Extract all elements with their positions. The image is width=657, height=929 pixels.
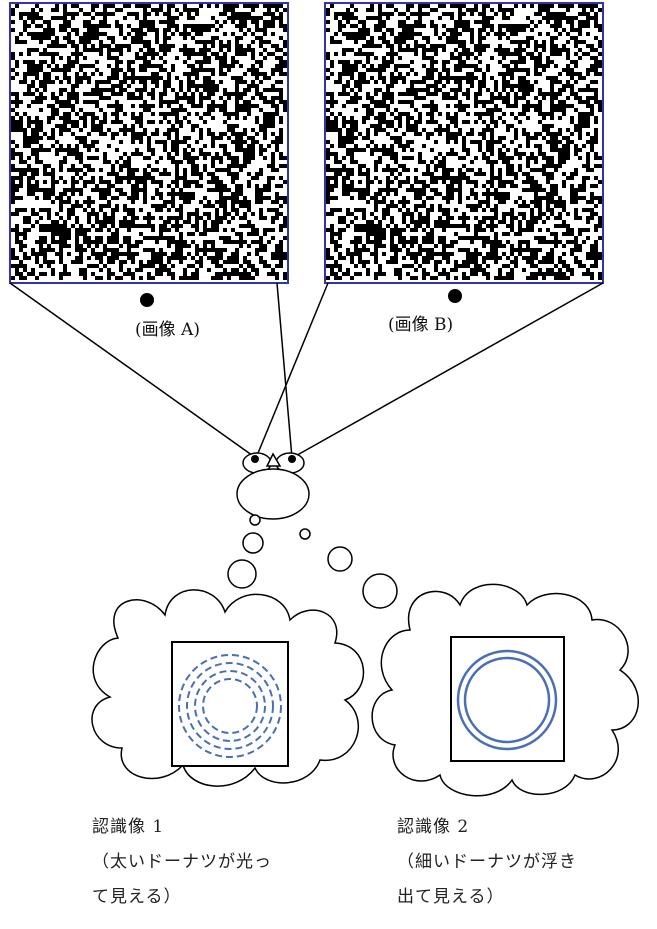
image-a-frame bbox=[9, 2, 289, 284]
perceived-image-1-frame bbox=[171, 641, 289, 767]
result-1-title: 認識像 1 bbox=[92, 817, 165, 837]
image-a-label: (画像 A) bbox=[135, 320, 200, 340]
image-b-frame bbox=[324, 2, 604, 284]
result-1-line2: （太いドーナツが光っ bbox=[92, 852, 272, 872]
random-dot-image-b bbox=[326, 4, 602, 282]
thin-donut-rings bbox=[456, 649, 558, 751]
thick-donut-rings bbox=[178, 654, 282, 758]
random-dot-image-a bbox=[11, 4, 287, 282]
result-2-line3: 出て見える） bbox=[397, 887, 505, 907]
result-2-line2: （細いドーナツが浮き bbox=[397, 852, 577, 872]
result-1-line3: て見える） bbox=[92, 887, 182, 907]
sight-lines bbox=[9, 282, 604, 459]
image-b-dot bbox=[448, 289, 462, 303]
thought-bubbles bbox=[227, 514, 398, 609]
face-icon bbox=[236, 468, 310, 520]
result-1-caption: 認識像 1 （太いドーナツが光っ て見える） bbox=[92, 810, 272, 915]
viewer-head bbox=[236, 452, 310, 520]
image-b-label: (画像 B) bbox=[388, 315, 454, 335]
nose-icon bbox=[265, 452, 282, 467]
result-2-caption: 認識像 2 （細いドーナツが浮き 出て見える） bbox=[397, 810, 577, 915]
result-2-title: 認識像 2 bbox=[397, 817, 470, 837]
image-a-dot bbox=[140, 293, 154, 307]
